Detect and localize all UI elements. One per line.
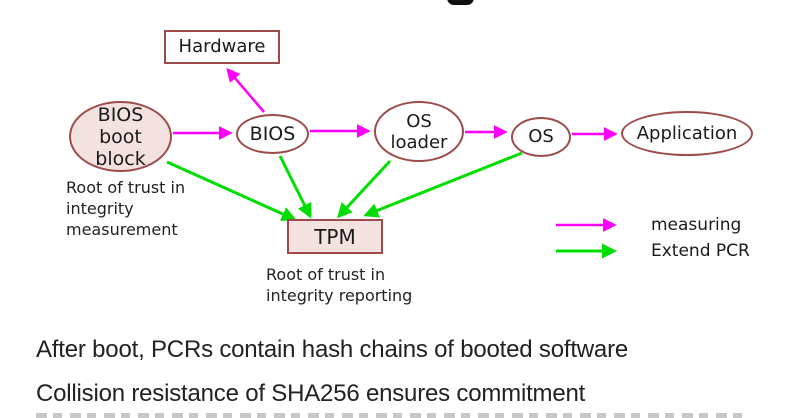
cropped-title-fragment	[447, 0, 474, 5]
legend-measuring-label: measuring	[651, 215, 742, 235]
arrow-bios-to-tpm	[278, 155, 312, 219]
arrow-os-loader-to-tpm	[336, 159, 392, 219]
caption-root-of-trust-measurement: Root of trust in integrity measurement	[66, 178, 186, 239]
node-hardware: Hardware	[164, 30, 280, 64]
node-bios-label: BIOS	[249, 122, 296, 145]
arrow-os-to-tpm	[363, 151, 523, 218]
node-tpm-label: TPM	[314, 224, 356, 249]
note-hash-chains: After boot, PCRs contain hash chains of …	[36, 336, 629, 363]
node-bios-boot-block: BIOS boot block	[69, 101, 172, 172]
node-os-label: OS	[528, 126, 554, 148]
cropped-text-fragment	[36, 413, 750, 418]
node-os: OS	[511, 117, 571, 157]
node-hardware-label: Hardware	[178, 36, 266, 58]
arrow-bbb-to-tpm	[166, 160, 297, 221]
node-bios: BIOS	[236, 114, 309, 154]
legend-extend-pcr-label: Extend PCR	[651, 241, 750, 261]
node-application-label: Application	[636, 122, 738, 144]
node-os-loader: OS loader	[374, 101, 464, 162]
node-os-loader-label: OS loader	[390, 110, 448, 153]
node-application: Application	[621, 111, 753, 156]
caption-root-of-trust-reporting: Root of trust in integrity reporting	[266, 265, 413, 305]
note-collision-resistance: Collision resistance of SHA256 ensures c…	[36, 380, 586, 407]
arrow-bios-to-hardware	[226, 67, 265, 113]
node-bios-boot-block-label: BIOS boot block	[95, 103, 146, 170]
node-tpm: TPM	[287, 219, 383, 254]
